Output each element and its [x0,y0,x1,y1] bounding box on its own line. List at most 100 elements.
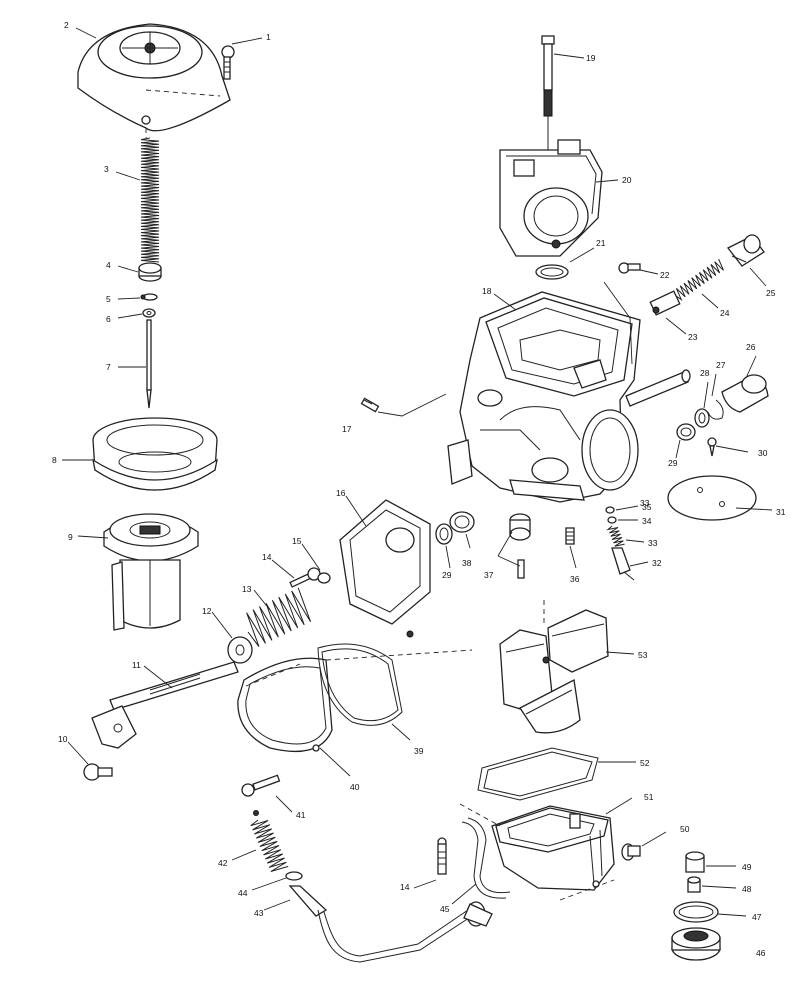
callout-27: 27 [716,360,726,370]
leader-36 [569,545,577,569]
throttle-slide-part [103,513,199,631]
pilot-jet-part [360,397,380,413]
slide-spring-part [140,137,160,263]
callout-25: 25 [766,288,776,298]
valve-oring-part [535,264,569,280]
callout-33a: 33 [648,538,658,548]
callout-11: 11 [132,660,141,670]
leader-28 [703,381,709,409]
starter-shaft-part [625,369,691,407]
leader-27 [711,373,717,397]
leader-13 [253,589,271,611]
leader-19 [553,53,585,59]
float-part [499,609,609,734]
callout-35: 35 [642,502,652,512]
callout-47: 47 [752,912,762,922]
bowl-screw-part [437,837,447,875]
leader-10 [67,741,89,765]
callout-30: 30 [758,448,768,458]
leader-cap-hole [145,89,221,138]
callout-14b: 14 [400,882,410,892]
leader-11 [143,665,173,689]
callout-17: 17 [342,424,352,434]
throttle-bolt-part [541,35,555,160]
drain-oring-part [673,901,719,923]
idle-spring-part [250,810,289,872]
mixture-screw-part [611,547,635,581]
leader-48 [701,885,737,889]
bowl-gasket-part [477,747,599,801]
leader-14a [271,559,295,579]
leader-47 [717,913,747,917]
callout-44: 44 [238,888,248,898]
callout-12: 12 [202,606,212,616]
needle-jet-part [509,513,531,579]
leader-35 [615,505,639,511]
callout-41: 41 [296,810,306,820]
throttle-shaft-part [91,661,239,749]
leader-39 [391,723,411,741]
callout-48: 48 [742,884,752,894]
float-pin-clip-part [461,817,511,899]
callout-36: 36 [570,574,580,584]
callout-26: 26 [746,342,756,352]
callout-18: 18 [482,286,492,296]
leader-42 [231,849,257,861]
leader-53 [605,651,635,655]
callout-14a: 14 [262,552,272,562]
callout-22: 22 [660,270,670,280]
stop-screw-part [83,763,113,781]
callout-42: 42 [218,858,228,868]
spring-seat-part [138,262,162,282]
callout-50: 50 [680,824,690,834]
cover-screw-lower-part [241,774,281,797]
drain-plug-part [671,927,721,961]
leader-12 [211,611,233,639]
cover-oring-part [435,523,453,545]
leader-24 [701,293,719,309]
carburetor-body-part [447,291,641,503]
drain-cap-part [685,851,705,873]
leader-25 [749,267,767,287]
diaphragm-part [92,417,218,491]
leader-33a [625,539,645,543]
callout-labels: 1 2 3 4 5 6 7 8 9 10 11 12 13 14 14 15 1… [52,20,786,958]
callout-2: 2 [64,20,69,30]
guide-bowl [459,803,615,901]
leader-3 [115,171,141,181]
leader-51 [605,797,633,815]
leader-41 [275,795,293,813]
leader-18 [493,293,517,311]
leader-45 [451,883,477,905]
idle-oring-part [285,871,303,881]
leader-body-upper [603,281,633,365]
cover-washer-part [317,572,331,584]
callout-52: 52 [640,758,650,768]
callout-20: 20 [622,175,632,185]
leader-26 [745,355,757,379]
throttle-cover-part [339,499,431,638]
cover-gasket-part [317,643,403,726]
mixture-oring-part [607,516,617,524]
leader-17 [377,393,447,417]
leader-29a [675,439,681,459]
callout-33b: 33 [640,498,650,508]
callout-13: 13 [242,584,252,594]
callout-16: 16 [336,488,346,498]
callout-3: 3 [104,164,109,174]
callout-8: 8 [52,455,57,465]
leader-14b [413,879,437,889]
callout-37: 37 [484,570,494,580]
throttle-valve-part [499,139,603,257]
leader-15 [301,543,321,571]
leader-23 [665,317,687,335]
cover-screw-upper-part [289,567,321,588]
callout-6: 6 [106,314,111,324]
leader-30 [715,445,749,453]
callout-43: 43 [254,908,264,918]
leader-44 [251,877,287,891]
starter-ring-part [694,408,710,428]
return-spring-part [246,587,312,647]
choke-plunger-part [649,290,681,316]
